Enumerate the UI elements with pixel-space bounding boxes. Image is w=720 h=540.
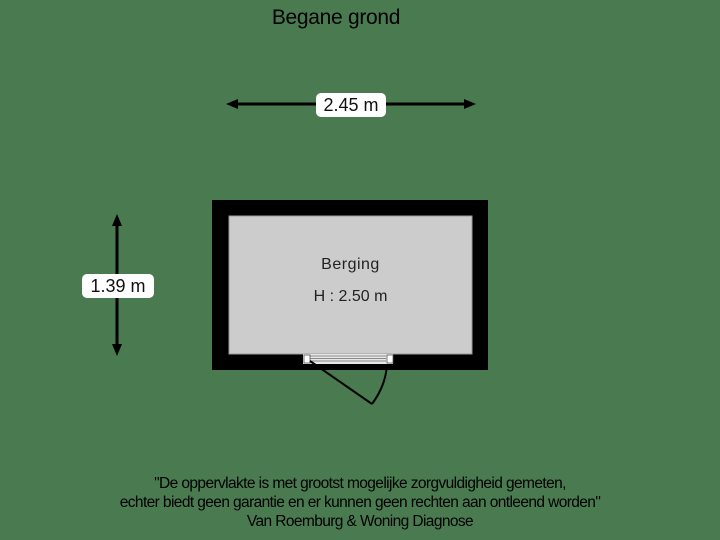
room-name: Berging (321, 256, 380, 273)
depth-dimension-label: 1.39 m (82, 274, 154, 298)
disclaimer: "De oppervlakte is met grootst mogelijke… (0, 474, 720, 531)
room-floor (228, 215, 473, 355)
disclaimer-line-2: echter biedt geen garantie en er kunnen … (119, 494, 601, 511)
room-height: H : 2.50 m (313, 288, 388, 305)
floor-title: Begane grond (271, 6, 401, 29)
disclaimer-line-3: Van Roemburg & Woning Diagnose (246, 513, 474, 530)
door (303, 354, 394, 405)
disclaimer-line-1: "De oppervlakte is met grootst mogelijke… (154, 475, 566, 492)
width-dimension-label: 2.45 m (316, 93, 386, 117)
